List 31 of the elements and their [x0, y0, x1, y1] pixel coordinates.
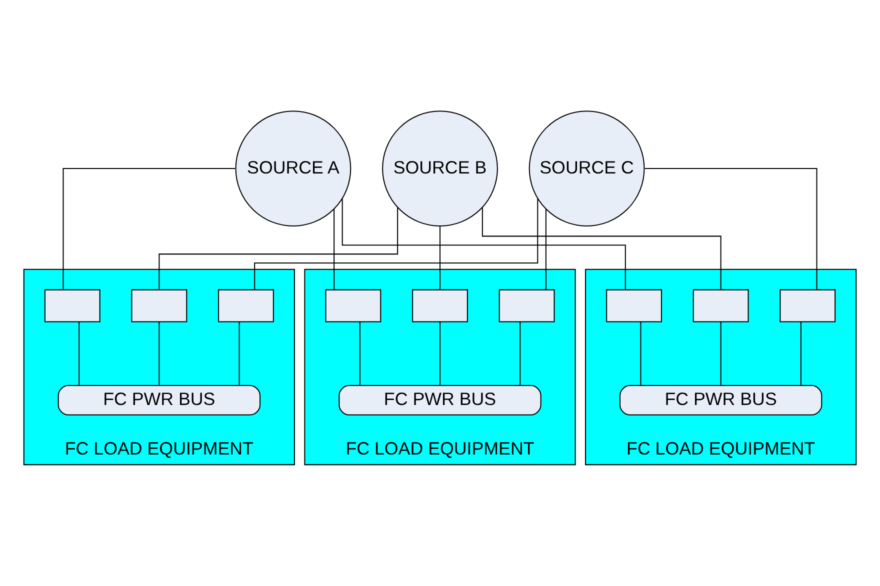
connector — [158, 322, 160, 386]
connector — [545, 208, 546, 290]
node-box — [498, 289, 555, 322]
connector — [644, 168, 818, 290]
connector — [62, 168, 236, 290]
node-circle: SOURCE A — [235, 110, 352, 226]
connector — [334, 208, 335, 290]
node-box — [325, 289, 382, 322]
node-box: FC PWR BUS — [58, 385, 261, 416]
node-circle: SOURCE B — [382, 110, 498, 226]
node-box: FC PWR BUS — [338, 385, 542, 416]
connector — [800, 322, 802, 386]
node-box — [692, 289, 749, 322]
node-box — [44, 289, 100, 322]
connector — [254, 198, 538, 290]
node-box — [218, 289, 274, 322]
connector — [342, 198, 626, 290]
node-box — [131, 289, 188, 322]
connector — [238, 322, 240, 386]
connector — [482, 208, 722, 290]
connector — [78, 322, 80, 386]
connector — [158, 207, 398, 290]
connector — [720, 322, 722, 386]
node-box — [412, 289, 468, 322]
node-box — [606, 289, 662, 322]
node-box — [780, 289, 836, 322]
connector — [520, 322, 521, 386]
node-box: FC PWR BUS — [619, 385, 822, 416]
node-circle: SOURCE C — [528, 110, 645, 226]
connector — [640, 322, 642, 386]
connector — [359, 322, 360, 386]
